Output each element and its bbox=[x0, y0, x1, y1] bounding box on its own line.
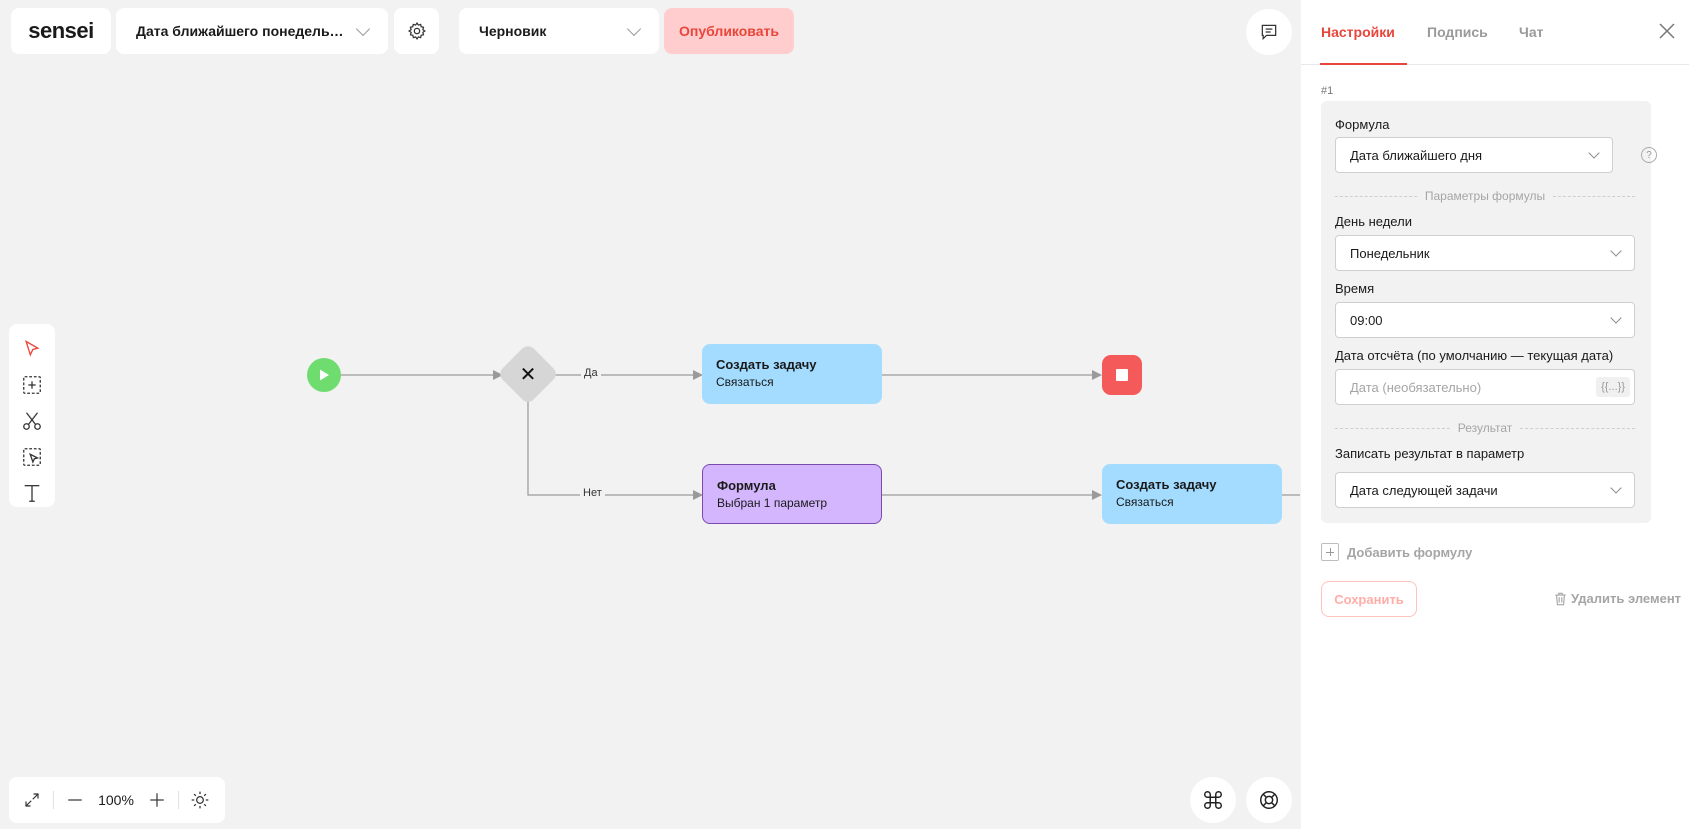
formula-node[interactable]: Формула Выбран 1 параметр bbox=[702, 464, 882, 524]
help-icon[interactable]: ? bbox=[1641, 147, 1657, 163]
sun-icon bbox=[191, 791, 209, 809]
node-subtitle: Связаться bbox=[716, 375, 774, 389]
expand-icon bbox=[25, 793, 39, 807]
divider bbox=[178, 791, 179, 809]
formula-section-number: #1 bbox=[1321, 85, 1334, 97]
weekday-value: Понедельник bbox=[1350, 245, 1430, 261]
text-tool[interactable] bbox=[19, 480, 45, 506]
result-label: Записать результат в параметр bbox=[1335, 446, 1525, 461]
result-header: Результат bbox=[1457, 421, 1513, 435]
delete-element-button[interactable]: Удалить элемент bbox=[1554, 591, 1681, 606]
scissors-icon bbox=[23, 412, 41, 430]
shortcuts-button[interactable] bbox=[1190, 777, 1236, 823]
edge-label-no: Нет bbox=[580, 487, 605, 499]
ref-date-label: Дата отсчёта (по умолчанию — текущая дат… bbox=[1335, 348, 1614, 363]
close-icon: ✕ bbox=[519, 363, 537, 386]
node-title: Формула bbox=[717, 478, 776, 493]
tab-chat[interactable]: Чат bbox=[1519, 24, 1544, 40]
settings-panel: Настройки Подпись Чат #1 Формула Дата бл… bbox=[1301, 0, 1689, 829]
logo[interactable]: sensei bbox=[11, 8, 111, 54]
zoom-in-button[interactable] bbox=[144, 787, 170, 813]
result-param-value: Дата следующей задачи bbox=[1350, 482, 1498, 498]
time-value: 09:00 bbox=[1350, 312, 1383, 328]
add-element-tool[interactable] bbox=[19, 372, 45, 398]
node-subtitle: Выбран 1 параметр bbox=[717, 496, 828, 510]
plus-icon bbox=[150, 793, 164, 807]
theme-toggle-button[interactable] bbox=[187, 787, 213, 813]
panel-tabs: Настройки Подпись Чат bbox=[1301, 0, 1689, 65]
cursor-icon bbox=[25, 340, 40, 357]
area-select-icon bbox=[23, 448, 41, 466]
chevron-down-icon bbox=[1610, 311, 1622, 324]
active-tab-indicator bbox=[1320, 63, 1407, 65]
chevron-down-icon bbox=[1588, 146, 1600, 159]
select-tool[interactable] bbox=[19, 336, 45, 362]
trash-icon bbox=[1555, 592, 1566, 605]
weekday-select[interactable]: Понедельник bbox=[1335, 235, 1635, 271]
zoom-out-button[interactable] bbox=[62, 787, 88, 813]
status-value: Черновик bbox=[479, 23, 547, 39]
task-node-1[interactable]: Создать задачу Связаться bbox=[702, 344, 882, 404]
settings-button[interactable] bbox=[394, 8, 439, 54]
publish-button[interactable]: Опубликовать bbox=[664, 8, 794, 54]
text-icon bbox=[24, 485, 40, 502]
minus-icon bbox=[68, 799, 82, 801]
area-select-tool[interactable] bbox=[19, 444, 45, 470]
formula-value: Дата ближайшего дня bbox=[1350, 147, 1483, 163]
edge-label-yes: Да bbox=[581, 367, 601, 379]
tab-signature[interactable]: Подпись bbox=[1427, 24, 1488, 40]
params-divider: Параметры формулы bbox=[1335, 189, 1635, 203]
tool-palette bbox=[9, 324, 55, 507]
node-subtitle: Связаться bbox=[1116, 495, 1174, 509]
weekday-label: День недели bbox=[1335, 214, 1412, 229]
divider bbox=[53, 791, 54, 809]
formula-label: Формула bbox=[1335, 117, 1390, 132]
gear-icon bbox=[407, 21, 426, 41]
fit-screen-button[interactable] bbox=[19, 787, 45, 813]
formula-select[interactable]: Дата ближайшего дня bbox=[1335, 137, 1613, 173]
cut-tool[interactable] bbox=[19, 408, 45, 434]
edge-gateway-formula[interactable] bbox=[527, 398, 703, 500]
zoom-bar: 100% bbox=[9, 777, 225, 823]
template-variable-button[interactable]: {{...}} bbox=[1596, 377, 1630, 397]
zoom-level: 100% bbox=[98, 792, 134, 808]
formula-card: Формула Дата ближайшего дня ? Параметры … bbox=[1321, 101, 1657, 523]
chevron-down-icon bbox=[1610, 244, 1622, 257]
add-formula-label: Добавить формулу bbox=[1347, 544, 1473, 560]
time-select[interactable]: 09:00 bbox=[1335, 302, 1635, 338]
add-formula-button[interactable]: Добавить формулу bbox=[1321, 543, 1472, 561]
delete-element-label: Удалить элемент bbox=[1571, 591, 1682, 606]
end-event[interactable] bbox=[1102, 355, 1142, 395]
comment-icon bbox=[1261, 24, 1277, 41]
process-title-select[interactable]: Дата ближайшего понедельни... bbox=[116, 8, 388, 54]
chevron-down-icon bbox=[1610, 481, 1622, 494]
task-node-2[interactable]: Создать задачу Связаться bbox=[1102, 464, 1282, 524]
node-title: Создать задачу bbox=[716, 357, 817, 372]
close-icon[interactable] bbox=[1657, 21, 1677, 41]
params-header: Параметры формулы bbox=[1424, 189, 1546, 203]
play-icon bbox=[320, 369, 329, 381]
comments-button[interactable] bbox=[1246, 9, 1292, 55]
process-canvas bbox=[341, 370, 1300, 500]
tab-settings[interactable]: Настройки bbox=[1321, 24, 1395, 40]
plus-icon bbox=[1321, 543, 1339, 561]
lifebuoy-icon bbox=[1260, 791, 1278, 809]
add-frame-icon bbox=[23, 376, 41, 394]
node-title: Создать задачу bbox=[1116, 477, 1217, 492]
save-button[interactable]: Сохранить bbox=[1321, 581, 1417, 617]
time-label: Время bbox=[1335, 281, 1375, 296]
command-icon bbox=[1204, 791, 1222, 809]
help-button[interactable] bbox=[1246, 777, 1292, 823]
ref-date-input[interactable]: Дата (необязательно) {{...}} bbox=[1335, 369, 1635, 405]
result-divider: Результат bbox=[1335, 421, 1636, 435]
result-param-select[interactable]: Дата следующей задачи bbox=[1335, 472, 1635, 508]
start-event[interactable] bbox=[307, 358, 341, 392]
ref-date-placeholder: Дата (необязательно) bbox=[1350, 379, 1482, 395]
status-select[interactable]: Черновик bbox=[459, 8, 659, 54]
